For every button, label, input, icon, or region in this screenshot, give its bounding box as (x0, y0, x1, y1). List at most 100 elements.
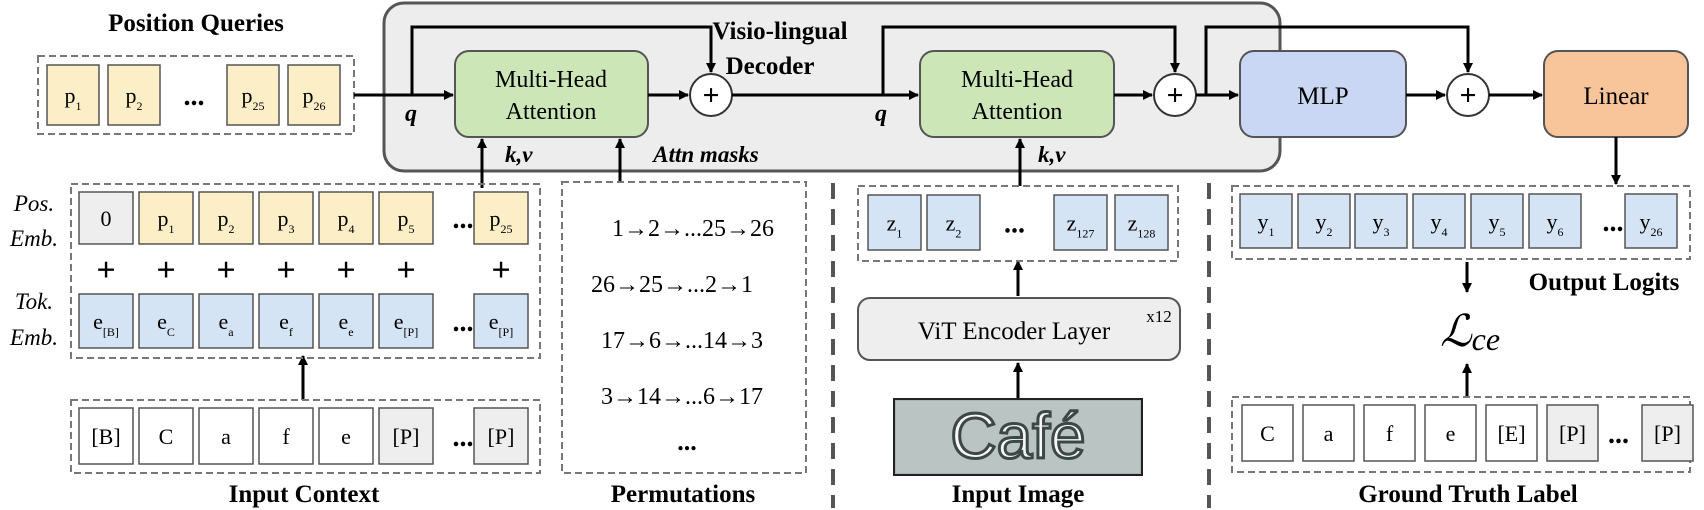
position-query-label: p1 (65, 83, 82, 113)
permutations-list: 1→2→...25→2626→25→...2→117→6→...14→33→14… (591, 216, 774, 456)
output-logit-cell (1470, 193, 1524, 249)
tok-embedding-cell (258, 293, 314, 349)
permutation-item: 26→25→...2→1 (591, 272, 753, 298)
tok-embedding-label: e[P] (394, 309, 418, 339)
output-logit-cell (1239, 193, 1293, 249)
input-context-box (70, 399, 541, 474)
input-token-cell (198, 407, 254, 465)
input-token-cell (318, 407, 374, 465)
gt-token-cell (1546, 404, 1599, 462)
image-token-label: z2 (946, 211, 962, 241)
pos-embedding-cell (198, 191, 254, 245)
cross-entropy-loss: ℒce (1440, 307, 1500, 357)
gt-token-ellipsis: ... (1608, 419, 1629, 450)
pos-embedding-label: p4 (338, 206, 355, 236)
image-token-cell (1114, 194, 1169, 251)
output-logits-title: Output Logits (1529, 269, 1680, 296)
gt-token-cell (1485, 404, 1538, 462)
add-node-1-sign: + (702, 79, 719, 112)
add-node-2-sign: + (1166, 79, 1183, 112)
gt-token-label: f (1386, 421, 1394, 446)
output-logit-cell (1297, 193, 1351, 249)
input-token-cell (138, 407, 194, 465)
image-token-cell (867, 194, 922, 251)
tok-embedding-label: ee (338, 309, 353, 339)
mha-2-line1: Multi-Head (961, 67, 1073, 93)
input-token-label: [P] (488, 424, 515, 449)
output-logit-cell (1624, 193, 1678, 249)
output-logit-cell (1354, 193, 1408, 249)
output-logit-label: y3 (1373, 209, 1390, 239)
input-token-label: C (159, 424, 174, 449)
gt-token-label: [E] (1497, 421, 1525, 446)
pos-emb-label-2: Emb. (9, 226, 58, 251)
output-logit-ellipsis: ... (1603, 207, 1624, 238)
pos-embedding-cell (378, 191, 434, 245)
input-token-label: e (341, 424, 351, 449)
input-token-label: [B] (91, 424, 120, 449)
tok-emb-label-1: Tok. (15, 289, 53, 314)
embedding-plus: + (156, 252, 175, 289)
mha-1-line2: Attention (506, 99, 597, 125)
input-image-bg (896, 401, 1140, 473)
gt-token-label: C (1260, 421, 1275, 446)
position-query-cell (107, 64, 161, 126)
gt-token-label: [P] (1559, 421, 1586, 446)
q-label-2: q (875, 101, 887, 127)
image-tokens-box (857, 185, 1179, 262)
tok-embedding-cell (138, 293, 194, 349)
image-token-label: z1 (887, 211, 903, 241)
tok-embedding-label: e[B] (93, 309, 119, 339)
permutations-title: Permutations (611, 481, 756, 508)
tok-embedding-cell (318, 293, 374, 349)
tok-embedding-label: ef (279, 309, 293, 339)
pos-emb-label-1: Pos. (13, 191, 54, 216)
vit-repeat-label: x12 (1146, 307, 1172, 326)
input-token-ellipsis: ... (453, 422, 474, 453)
gt-token-label: [P] (1654, 421, 1681, 446)
tok-emb-label-2: Emb. (9, 325, 58, 350)
position-query-ellipsis: ... (184, 81, 205, 112)
tok-embedding-cell (378, 293, 434, 349)
embedding-plus: + (396, 252, 415, 289)
pos-embedding-ellipsis: ... (453, 204, 474, 235)
input-context-title: Input Context (229, 481, 380, 508)
output-logit-label: y1 (1258, 209, 1275, 239)
pos-embedding-label: p3 (278, 206, 295, 236)
position-query-cell (287, 64, 341, 126)
position-query-label: p26 (303, 83, 326, 113)
input-token-label: f (282, 424, 290, 449)
embeddings-box (70, 183, 541, 359)
gt-token-cell (1241, 404, 1294, 462)
input-token-label: [P] (393, 424, 420, 449)
output-logit-label: y6 (1547, 209, 1564, 239)
vit-encoder-label: ViT Encoder Layer (918, 318, 1111, 345)
gt-token-label: a (1324, 421, 1334, 446)
input-image-title: Input Image (952, 481, 1085, 508)
add-node-3-sign: + (1459, 79, 1476, 112)
mlp-label: MLP (1297, 83, 1348, 110)
vit-encoder-block (857, 297, 1181, 361)
input-token-cell (378, 407, 434, 465)
position-query-label: p2 (126, 83, 143, 113)
input-token-cell (473, 407, 529, 465)
tok-embedding-label: ea (218, 309, 234, 339)
embedding-plus: + (491, 252, 510, 289)
input-image-text: Café (950, 400, 1085, 472)
embedding-plus: + (96, 252, 115, 289)
permutation-item: ... (677, 427, 697, 456)
gt-token-cell (1302, 404, 1355, 462)
mha-1-line1: Multi-Head (495, 67, 607, 93)
tok-embedding-cell (198, 293, 254, 349)
image-token-ellipsis: ... (1004, 209, 1025, 240)
input-token-label: a (221, 424, 231, 449)
kv-label-2: k,v (1038, 142, 1066, 167)
permutations-box (561, 181, 807, 474)
decoder-title-line2: Decoder (726, 53, 815, 80)
embedding-plus: + (276, 252, 295, 289)
pos-embedding-label: 0 (101, 206, 112, 231)
